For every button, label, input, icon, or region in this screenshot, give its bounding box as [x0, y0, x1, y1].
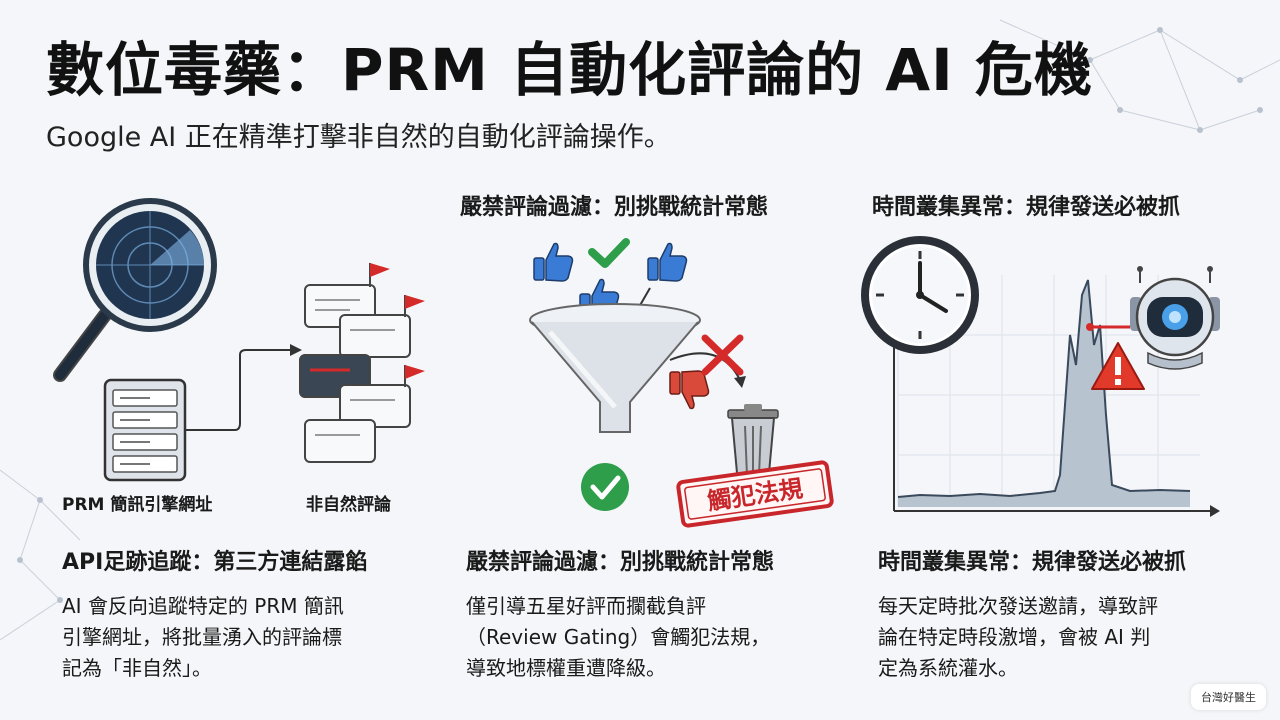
- page-subtitle: Google AI 正在精準打擊非自然的自動化評論操作。: [46, 122, 671, 153]
- section-1-line: 引擎網址，將批量湧入的評論標: [62, 625, 342, 649]
- checkmark-icon: [588, 238, 630, 268]
- x-mark-icon: [701, 334, 744, 376]
- section-3-body: 每天定時批次發送邀請，導致評 論在特定時段激增，會被 AI 判 定為系統灌水。: [878, 591, 1238, 684]
- reviews-caption: 非自然評論: [306, 495, 391, 515]
- spike-chart-icon: [893, 275, 1220, 517]
- section-1-line: 記為「非自然」。: [62, 656, 212, 680]
- middle-illustration: 觸犯法規: [529, 238, 834, 528]
- right-illustration: [861, 236, 1220, 517]
- magnifier-radar-icon: [53, 198, 217, 382]
- funnel-icon: [529, 303, 701, 433]
- section-3-line: 論在特定時段激增，會被 AI 判: [878, 625, 1151, 649]
- right-panel-title: 時間叢集異常：規律發送必被抓: [872, 195, 1181, 220]
- section-2-line: 僅引導五星好評而攔截負評: [466, 594, 706, 618]
- section-2-line: 導致地標權重遭降級。: [466, 656, 666, 680]
- section-2-line: （Review Gating）會觸犯法規，: [466, 625, 771, 649]
- section-1-line: AI 會反向追蹤特定的 PRM 簡訊: [62, 594, 344, 618]
- section-3-heading: 時間叢集異常：規律發送必被抓: [878, 550, 1187, 575]
- section-3-line: 每天定時批次發送邀請，導致評: [878, 594, 1158, 618]
- flag-icon: [369, 263, 425, 387]
- middle-panel-title: 嚴禁評論過濾：別挑戰統計常態: [460, 195, 769, 220]
- arrow-icon: [185, 344, 302, 431]
- server-caption: PRM 簡訊引擎網址: [62, 495, 213, 515]
- section-2-body: 僅引導五星好評而攔截負評 （Review Gating）會觸犯法規， 導致地標權…: [466, 591, 826, 684]
- warning-icon: [1091, 342, 1145, 390]
- section-3-line: 定為系統灌水。: [878, 656, 1018, 680]
- section-2-heading: 嚴禁評論過濾：別挑戰統計常態: [466, 550, 775, 575]
- thumbs-down-icon: [669, 370, 710, 410]
- section-1-heading: API足跡追蹤：第三方連結露餡: [62, 550, 368, 575]
- watermark: 台灣好醫生: [1191, 684, 1266, 710]
- clock-icon: [861, 236, 979, 354]
- left-illustration: [53, 198, 425, 482]
- section-1-body: AI 會反向追蹤特定的 PRM 簡訊 引擎網址，將批量湧入的評論標 記為「非自然…: [62, 591, 422, 684]
- checkmark-icon: [581, 463, 629, 511]
- review-bubbles-icon: [299, 284, 411, 463]
- robot-icon: [1086, 266, 1220, 370]
- trash-can-icon: [727, 404, 779, 485]
- stamp-icon: 觸犯法規: [676, 460, 834, 528]
- server-icon: [103, 378, 187, 482]
- page-title: 數位毒藥：PRM 自動化評論的 AI 危機: [46, 36, 1093, 104]
